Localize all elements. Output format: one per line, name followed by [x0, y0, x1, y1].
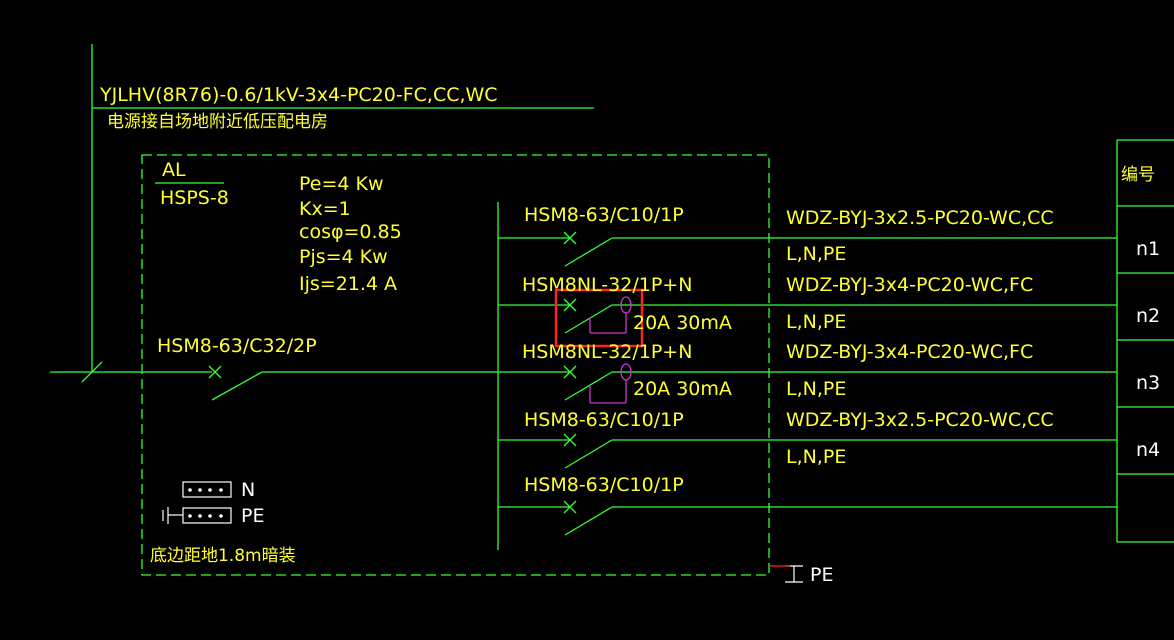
circuit-1-id: n1: [1136, 238, 1161, 260]
circuit-3-breaker: HSM8NL-32/1P+N: [522, 341, 693, 363]
circuit-1-breaker: HSM8-63/C10/1P: [524, 204, 684, 226]
circuit-4-cable: WDZ-BYJ-3x2.5-PC20-WC,CC: [786, 409, 1054, 431]
circuit-4-conductors: L,N,PE: [786, 446, 847, 468]
circuit-4-lines: [498, 433, 1117, 469]
circuit-4-breaker: HSM8-63/C10/1P: [524, 409, 684, 431]
pe-bar-label: PE: [241, 505, 265, 527]
calculated-current: Ijs=21.4 A: [299, 273, 398, 295]
panel-model: HSPS-8: [160, 187, 229, 209]
main-breaker-label: HSM8-63/C32/2P: [157, 335, 317, 357]
circuit-5-lines: [498, 500, 1117, 536]
table-header: 编号: [1121, 165, 1155, 185]
installed-power: Pe=4 Kw: [299, 173, 384, 195]
demand-factor: Kx=1: [299, 198, 351, 220]
rcd-symbol-circuit-2: [589, 296, 632, 334]
circuit-3-id: n3: [1136, 372, 1161, 394]
circuit-5-breaker: HSM8-63/C10/1P: [524, 474, 684, 496]
install-note: 底边距地1.8m暗装: [150, 546, 296, 566]
earth-label: PE: [810, 564, 834, 586]
circuit-3-lines: [498, 365, 1117, 401]
circuit-1-conductors: L,N,PE: [786, 243, 847, 265]
n-bar-label: N: [241, 479, 256, 501]
circuit-2-id: n2: [1136, 305, 1161, 327]
circuit-2-cable: WDZ-BYJ-3x4-PC20-WC,FC: [786, 274, 1034, 296]
rcd-symbol-circuit-3: [589, 363, 632, 404]
circuit-2-conductors: L,N,PE: [786, 311, 847, 333]
n-terminal-bar: [182, 481, 232, 498]
panel-name: AL: [162, 159, 186, 181]
circuit-1-cable: WDZ-BYJ-3x2.5-PC20-WC,CC: [786, 207, 1054, 229]
panel-boundary: [141, 154, 770, 576]
pe-bar-ground-icon: [162, 507, 183, 524]
calculated-power: Pjs=4 Kw: [299, 246, 388, 268]
circuit-number-table: [1116, 139, 1174, 543]
circuit-3-cable: WDZ-BYJ-3x4-PC20-WC,FC: [786, 341, 1034, 363]
power-factor: cosφ=0.85: [299, 221, 402, 243]
feeder-cable-spec: YJLHV(8R76)-0.6/1kV-3x4-PC20-FC,CC,WC: [100, 84, 498, 106]
power-source-note: 电源接自场地附近低压配电房: [107, 112, 328, 132]
highlight-box: [554, 288, 644, 348]
circuit-2-breaker: HSM8NL-32/1P+N: [522, 274, 693, 296]
main-breaker-symbol: [208, 365, 263, 401]
circuit-3-conductors: L,N,PE: [786, 378, 847, 400]
circuit-2-rcd-rating: 20A 30mA: [633, 312, 732, 334]
circuit-1-lines: [498, 231, 1117, 267]
circuit-2-lines: [498, 298, 1117, 334]
circuit-3-rcd-rating: 20A 30mA: [633, 378, 732, 400]
earth-icon: [785, 565, 803, 583]
circuit-4-id: n4: [1136, 439, 1161, 461]
